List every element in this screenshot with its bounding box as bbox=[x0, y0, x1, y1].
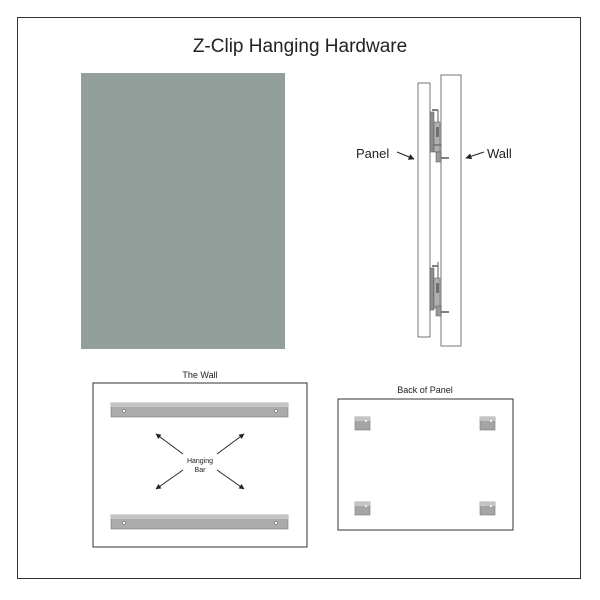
panel-arrow bbox=[396, 151, 415, 160]
diagram-frame bbox=[17, 17, 581, 579]
hanging-bar-label-line2: Bar bbox=[195, 467, 207, 474]
arrow-up-left bbox=[155, 433, 184, 455]
hanging-bar-label-line1: Hanging bbox=[187, 458, 213, 465]
arrow-up-right bbox=[216, 433, 245, 455]
top-hanging-bar bbox=[110, 402, 289, 418]
arrow-down-right bbox=[216, 469, 245, 490]
wall-arrow bbox=[465, 151, 485, 160]
arrow-down-left bbox=[155, 469, 184, 490]
upper-z-clip bbox=[429, 109, 449, 163]
clip-top-right bbox=[479, 416, 496, 431]
diagram-title: Z-Clip Hanging Hardware bbox=[193, 36, 407, 57]
wall-view: The Wall Hanging Bar bbox=[92, 370, 308, 548]
clip-bottom-right bbox=[479, 501, 496, 516]
panel-label: Panel bbox=[356, 146, 389, 161]
clip-top-left bbox=[354, 416, 371, 431]
panel-side-profile bbox=[417, 82, 431, 338]
panel-front-view bbox=[81, 73, 285, 349]
wall-view-caption: The Wall bbox=[182, 370, 217, 380]
bottom-hanging-bar bbox=[110, 514, 289, 530]
panel-back-caption: Back of Panel bbox=[397, 385, 453, 395]
lower-z-clip bbox=[429, 262, 449, 317]
wall-label: Wall bbox=[487, 146, 512, 161]
panel-back-view: Back of Panel bbox=[337, 385, 514, 531]
wall-side-profile bbox=[440, 74, 462, 347]
side-view: Panel Wall bbox=[356, 74, 512, 347]
clip-bottom-left bbox=[354, 501, 371, 516]
